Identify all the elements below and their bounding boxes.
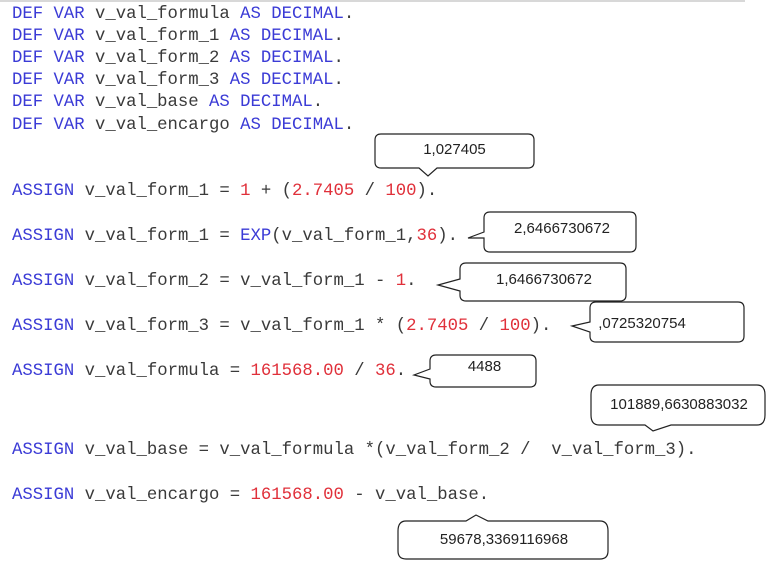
- callout-bubble-shape: [397, 514, 609, 560]
- code-line-def-formula: DEF VAR v_val_formula AS DECIMAL.: [12, 5, 354, 25]
- code-keyword: ASSIGN: [12, 317, 75, 336]
- callout-value: ,0725320754: [598, 315, 686, 332]
- code-text: ).: [437, 227, 458, 246]
- callout-value: 1,027405: [423, 141, 486, 158]
- callout-form1-exp: 2,6466730672: [467, 210, 640, 256]
- code-keyword: ASSIGN: [12, 182, 75, 201]
- code-keyword: AS DECIMAL: [240, 5, 344, 24]
- code-text: v_val_form_2: [84, 49, 230, 68]
- code-text: v_val_formula =: [74, 362, 251, 381]
- code-line-def-encargo: DEF VAR v_val_encargo AS DECIMAL.: [12, 116, 354, 136]
- code-keyword: DEF VAR: [12, 116, 85, 135]
- code-text: - v_val_base.: [343, 486, 490, 505]
- code-text: /: [343, 362, 376, 381]
- code-keyword: AS DECIMAL: [240, 116, 344, 135]
- code-text: .: [312, 93, 324, 112]
- callout-bubble-shape: [435, 262, 627, 302]
- code-text: .: [343, 116, 355, 135]
- editor-top-border: [0, 0, 745, 2]
- code-line-def-form1: DEF VAR v_val_form_1 AS DECIMAL.: [12, 27, 344, 47]
- callout-base: 101889,6630883032: [589, 383, 769, 435]
- code-text: .: [395, 362, 407, 381]
- code-text: /: [468, 317, 500, 336]
- code-text: v_val_form_2 = v_val_form_1 -: [74, 272, 396, 291]
- callout-formula: 4488: [411, 353, 539, 393]
- code-keyword: EXP: [240, 227, 272, 246]
- callout-bubble-shape: [590, 384, 766, 432]
- code-text: v_val_form_3 = v_val_form_1 * (: [74, 317, 407, 336]
- code-line-assign-base: ASSIGN v_val_base = v_val_formula *(v_va…: [12, 441, 696, 461]
- callout-form3: ,0725320754: [569, 300, 747, 346]
- callout-value: 101889,6630883032: [610, 396, 748, 413]
- code-line-def-form3: DEF VAR v_val_form_3 AS DECIMAL.: [12, 71, 344, 91]
- code-keyword: ASSIGN: [12, 486, 75, 505]
- callout-bubble-shape: [569, 301, 745, 343]
- callout-value: 2,6466730672: [514, 220, 610, 237]
- code-keyword: ASSIGN: [12, 272, 75, 291]
- code-line-assign-encargo: ASSIGN v_val_encargo = 161568.00 - v_val…: [12, 486, 489, 506]
- callout-form1-initial: 1,027405: [373, 132, 536, 180]
- code-text: v_val_formula: [84, 5, 241, 24]
- code-keyword: ASSIGN: [12, 227, 75, 246]
- code-text: /: [354, 182, 386, 201]
- code-text: ).: [416, 182, 438, 201]
- code-line-assign-form2: ASSIGN v_val_form_2 = v_val_form_1 - 1.: [12, 272, 416, 292]
- code-keyword: ASSIGN: [12, 362, 75, 381]
- code-text: v_val_encargo =: [74, 486, 251, 505]
- callout-bubble-shape: [374, 133, 535, 177]
- code-text: v_val_form_1 =: [74, 227, 241, 246]
- code-number: 36: [416, 227, 438, 246]
- code-keyword: AS DECIMAL: [209, 93, 313, 112]
- code-number: 100: [385, 182, 417, 201]
- code-text: v_val_base: [84, 93, 210, 112]
- code-text: .: [333, 71, 344, 90]
- code-keyword: DEF VAR: [12, 5, 85, 24]
- code-keyword: AS DECIMAL: [229, 27, 334, 46]
- callout-value: 1,6466730672: [496, 271, 592, 288]
- code-keyword: DEF VAR: [12, 93, 85, 112]
- code-line-assign-form3: ASSIGN v_val_form_3 = v_val_form_1 * (2.…: [12, 317, 551, 337]
- code-text: v_val_form_1: [84, 27, 230, 46]
- code-text: v_val_form_3: [84, 71, 230, 90]
- code-line-assign-form1: ASSIGN v_val_form_1 = 1 + (2.7405 / 100)…: [12, 182, 437, 202]
- code-text: v_val_form_1 =: [74, 182, 241, 201]
- callout-form2: 1,6466730672: [435, 261, 628, 307]
- code-text: .: [406, 272, 417, 291]
- code-line-def-base: DEF VAR v_val_base AS DECIMAL.: [12, 93, 323, 113]
- code-number: 1: [240, 182, 251, 201]
- code-line-assign-formula: ASSIGN v_val_formula = 161568.00 / 36.: [12, 362, 406, 382]
- code-text: ).: [530, 317, 552, 336]
- code-line-def-form2: DEF VAR v_val_form_2 AS DECIMAL.: [12, 49, 344, 69]
- callout-value: 59678,3369116968: [439, 531, 569, 548]
- callout-value: 4488: [467, 358, 502, 375]
- code-keyword: AS DECIMAL: [229, 49, 334, 68]
- code-text: .: [333, 27, 344, 46]
- callout-bubble-shape: [411, 354, 537, 388]
- code-number: 36: [375, 362, 396, 381]
- code-number: 1: [395, 272, 407, 291]
- code-text: .: [343, 5, 355, 24]
- code-number: 161568.00: [250, 486, 344, 505]
- code-text: v_val_base = v_val_formula *(v_val_form_…: [74, 441, 697, 460]
- callout-bubble-shape: [467, 211, 637, 253]
- code-keyword: AS DECIMAL: [229, 71, 334, 90]
- code-text: v_val_encargo: [84, 116, 241, 135]
- code-number: 161568.00: [250, 362, 344, 381]
- code-line-assign-form1-exp: ASSIGN v_val_form_1 = EXP(v_val_form_1,3…: [12, 227, 458, 247]
- code-text: + (: [250, 182, 293, 201]
- code-keyword: DEF VAR: [12, 27, 85, 46]
- code-text: (v_val_form_1,: [271, 227, 417, 246]
- code-number: 2.7405: [292, 182, 355, 201]
- code-number: 2.7405: [406, 317, 469, 336]
- code-keyword: ASSIGN: [12, 441, 75, 460]
- callout-encargo: 59678,3369116968: [396, 511, 612, 563]
- code-keyword: DEF VAR: [12, 49, 85, 68]
- code-text: .: [333, 49, 344, 68]
- code-number: 100: [499, 317, 531, 336]
- code-keyword: DEF VAR: [12, 71, 85, 90]
